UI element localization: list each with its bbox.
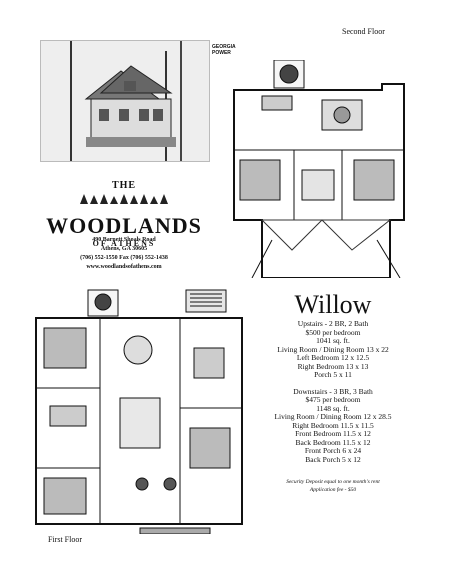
- brand-name: WOODLANDS: [46, 213, 202, 238]
- downstairs-line: Front Porch 6 x 24: [304, 446, 362, 455]
- first-floor-plan: [35, 289, 243, 534]
- city: Athens, GA 30605: [100, 246, 148, 252]
- unit-title: Willow: [294, 290, 372, 319]
- second-floor-plan: [233, 60, 405, 278]
- downstairs-line: $475 per bedroom: [305, 395, 361, 404]
- application-fee-note: Application fee - $50: [309, 487, 357, 493]
- upstairs-line: Right Bedroom 13 x 13: [297, 361, 369, 371]
- brand-the: THE: [111, 180, 137, 191]
- brand-sub: OF ATHENS: [92, 239, 156, 248]
- downstairs-line: Downstairs - 3 BR, 3 Bath: [293, 386, 373, 396]
- unit-specs: Upstairs - 2 BR, 2 Bath $500 per bedroom…: [258, 319, 408, 464]
- house-sketch: [40, 40, 210, 162]
- downstairs-line: Back Bedroom 11.5 x 12: [295, 437, 371, 447]
- rental-notes: Security Deposit equal to one month's re…: [258, 478, 408, 494]
- street: 490 Barnett Shoals Road: [92, 237, 156, 243]
- upstairs-line: 1041 sq. ft.: [316, 336, 350, 345]
- deposit-note: Security Deposit equal to one month's re…: [286, 479, 380, 485]
- logo-line2: POWER: [212, 50, 231, 56]
- address-block: 490 Barnett Shoals Road Athens, GA 30605…: [40, 236, 208, 272]
- tree-line-icon: [80, 194, 168, 204]
- downstairs-line: 1148 sq. ft.: [316, 403, 350, 413]
- second-floor-label: Second Floor: [342, 27, 385, 36]
- upstairs-line: $500 per bedroom: [305, 327, 361, 337]
- upstairs-line: Porch 5 x 11: [314, 370, 352, 379]
- downstairs-line: Back Porch 5 x 12: [305, 454, 361, 464]
- downstairs-line: Right Bedroom 11.5 x 11.5: [292, 420, 374, 430]
- upstairs-line: Upstairs - 2 BR, 2 Bath: [297, 319, 369, 328]
- logo-line1: GEORGIA: [212, 44, 236, 50]
- downstairs-line: Front Bedroom 11.5 x 12: [295, 429, 371, 438]
- downstairs-line: Living Room / Dining Room 12 x 28.5: [274, 412, 392, 421]
- website: www.woodlandsofathens.com: [86, 264, 162, 270]
- phones: (706) 552-1550 Fax (706) 552-1438: [80, 255, 168, 261]
- georgia-power-logo: GEORGIA POWER: [212, 44, 236, 56]
- woodlands-logo: THE WOODLANDS OF ATHENS: [40, 180, 208, 248]
- upstairs-line: Left Bedroom 12 x 12.5: [296, 353, 370, 362]
- upstairs-line: Living Room / Dining Room 13 x 22: [277, 344, 389, 354]
- first-floor-label: First Floor: [48, 535, 83, 544]
